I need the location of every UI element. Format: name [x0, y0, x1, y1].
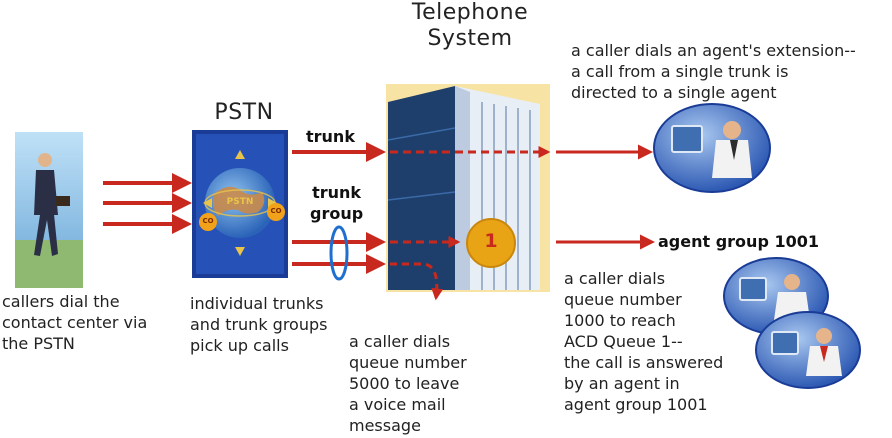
title-line-1: Telephone [411, 0, 529, 25]
trunk-group-label-line-2: group [310, 204, 364, 223]
caption-callers: callers dial the contact center via the … [2, 292, 148, 353]
pstn-box [192, 130, 288, 278]
agent-group-label: agent group 1001 [658, 232, 819, 251]
co-badge-right-text: CO [270, 207, 282, 215]
pstn-title: PSTN [214, 100, 274, 125]
trunk-group-label-line-1: trunk [312, 183, 362, 202]
caption-trunks: individual trunks and trunk groups pick … [190, 294, 328, 355]
title-line-2: System [427, 26, 513, 51]
trunk-group-label: trunk group [310, 182, 363, 224]
agent-group-image [723, 257, 861, 389]
trunk-label: trunk [306, 127, 355, 146]
caption-queue: a caller dials queue number 1000 to reac… [564, 269, 724, 414]
queue-badge [467, 219, 515, 267]
telephone-system-title: Telephone System [380, 0, 560, 52]
single-agent-image [653, 103, 771, 193]
caption-extension: a caller dials an agent's extension-- a … [571, 41, 856, 102]
caption-voicemail: a caller dials queue number 5000 to leav… [349, 332, 467, 435]
caller-image [15, 132, 83, 288]
queue-badge-number: 1 [484, 230, 498, 252]
co-badge-right [267, 203, 285, 221]
telephone-building [386, 84, 550, 292]
pstn-globe-text: PSTN [226, 197, 254, 207]
co-badge-left-text: CO [202, 217, 214, 225]
trunk-group-ellipse [329, 225, 349, 281]
co-badge-left [199, 213, 217, 231]
